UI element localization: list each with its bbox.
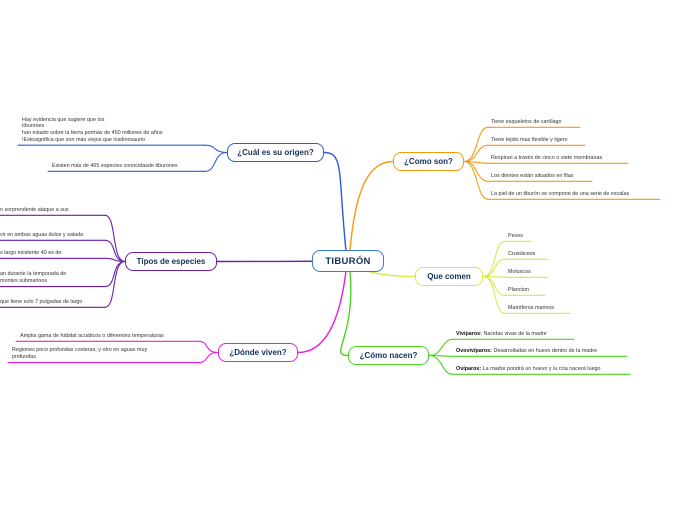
que_comen-leaf-1[interactable]: Crustáceos bbox=[508, 251, 535, 258]
como_nacen-leaf-1-line-0: Desarrolladas en huevo dentro de la madr… bbox=[491, 347, 598, 354]
que_comen-leaf-connector-0 bbox=[482, 240, 506, 278]
tipos-leaf-2-line-0: s largo existente 40 es de bbox=[0, 249, 62, 256]
que_comen-leaf-3-line-0: Plancton bbox=[508, 286, 529, 293]
que_comen-leaf-4[interactable]: Mamíferos marinos bbox=[508, 305, 554, 312]
como_son-leaf-3[interactable]: Los dientes están situados en filas bbox=[491, 173, 573, 180]
como_son-leaf-2[interactable]: Respiran a través de cinco o siete membr… bbox=[491, 155, 602, 162]
como_nacen-leaf-0-line-0: Nacidas vivas de la madre bbox=[481, 330, 547, 337]
tipos-leaf-connector-2 bbox=[104, 257, 126, 263]
tipos-leaf-connector-4 bbox=[104, 260, 126, 308]
origen-leaf-connector-1 bbox=[204, 151, 228, 172]
como_son-leaf-1-line-0: Tiene tejido mas flexible y ligero bbox=[491, 136, 568, 143]
que_comen-leaf-3[interactable]: Plancton bbox=[508, 287, 529, 294]
como_nacen-leaf-2-line-0: La madre pondrá un huevo y la cría nacer… bbox=[481, 365, 601, 372]
tipos-leaf-2[interactable]: s largo existente 40 es de bbox=[0, 250, 61, 257]
como_son-leaf-4-line-0: La piel de un tiburón se compone de una … bbox=[491, 190, 630, 197]
como_son-leaf-4[interactable]: La piel de un tiburón se compone de una … bbox=[491, 191, 629, 198]
origen-leaf-0-line-0: Hay evidencia que sugiere que los bbox=[22, 116, 105, 123]
que_comen-leaf-0-line-0: Peces bbox=[508, 232, 523, 239]
donde-connector bbox=[297, 270, 347, 354]
como_nacen-node[interactable]: ¿Cómo nacen? bbox=[348, 346, 429, 365]
origen-leaf-connector-0 bbox=[204, 144, 228, 154]
que_comen-node[interactable]: Que comen bbox=[415, 267, 483, 286]
donde-leaf-0[interactable]: Amplia gama de hábitat acuáticos o difer… bbox=[20, 333, 164, 340]
donde-leaf-1[interactable]: Regiones poco profundas costeras, y otro… bbox=[12, 347, 147, 360]
tipos-leaf-3-line-0: an durante la temporada de bbox=[0, 271, 67, 278]
donde-leaf-connector-0 bbox=[197, 340, 219, 354]
donde-leaf-0-line-0: Amplia gama de hábitat acuáticos o difer… bbox=[20, 332, 164, 339]
donde-leaf-1-line-0: Regiones poco profundas costeras, y otro… bbox=[12, 347, 148, 354]
tipos-node[interactable]: Tipos de especies bbox=[125, 252, 217, 271]
tipos-leaf-3-line-1: montes submarinos bbox=[0, 277, 48, 284]
como_son-node[interactable]: ¿Como son? bbox=[393, 152, 464, 171]
como_son-connector bbox=[349, 160, 394, 252]
como_son-leaf-3-line-0: Los dientes están situados en filas bbox=[491, 172, 574, 179]
que_comen-leaf-0[interactable]: Peces bbox=[508, 233, 523, 240]
tipos-leaf-0[interactable]: n sorprendente ataque a sus bbox=[0, 207, 69, 214]
como_nacen-leaf-2[interactable]: Ovíparos: La madre pondrá un huevo y la … bbox=[456, 366, 600, 373]
tipos-leaf-1-line-0: vir en ambas aguas dulce y salada bbox=[0, 231, 84, 238]
como_nacen-leaf-1-term: Ovovivíparos: bbox=[456, 347, 492, 354]
como_nacen-leaf-0[interactable]: Vivíparos: Nacidas vivas de la madre bbox=[456, 331, 547, 338]
como_son-leaf-0[interactable]: Tiene esqueletos de cartílago bbox=[491, 119, 562, 126]
origen-node[interactable]: ¿Cuál es su origen? bbox=[227, 143, 324, 162]
tipos-leaf-4[interactable]: que tiene solo 7 pulgadas de largo bbox=[0, 299, 82, 306]
que_comen-leaf-2-line-0: Moluscos bbox=[508, 268, 531, 275]
donde-leaf-1-line-1: profundas bbox=[12, 353, 36, 360]
tipos-leaf-1[interactable]: vir en ambas aguas dulce y salada bbox=[0, 232, 83, 239]
que_comen-leaf-4-line-0: Mamíferos marinos bbox=[508, 304, 555, 311]
origen-connector bbox=[323, 151, 347, 252]
como_nacen-leaf-0-term: Vivíparos: bbox=[456, 330, 482, 337]
origen-leaf-0-line-1: tiburones bbox=[22, 123, 45, 130]
origen-leaf-0-line-2: han estado sobre la tierra pormás de 450… bbox=[22, 129, 163, 136]
donde-node[interactable]: ¿Dónde viven? bbox=[218, 343, 298, 362]
origen-leaf-1[interactable]: Existen más de 465 especies conocidasde … bbox=[52, 163, 178, 170]
tipos-leaf-connector-0 bbox=[104, 214, 126, 263]
donde-leaf-connector-1 bbox=[197, 351, 219, 364]
center-node[interactable]: TIBURÓN bbox=[312, 250, 384, 272]
que_comen-leaf-1-line-0: Crustáceos bbox=[508, 250, 536, 257]
como_nacen-leaf-connector-0 bbox=[428, 338, 454, 357]
como_son-leaf-2-line-0: Respiran a través de cinco o siete membr… bbox=[491, 154, 603, 161]
como_son-leaf-connector-0 bbox=[463, 126, 489, 163]
origen-leaf-0-line-3: !Estosignifica que son más viejos que lo… bbox=[22, 136, 146, 143]
que_comen-leaf-connector-4 bbox=[482, 275, 506, 314]
como_nacen-connector bbox=[339, 270, 352, 357]
como_son-leaf-0-line-0: Tiene esqueletos de cartílago bbox=[491, 118, 562, 125]
tipos-leaf-0-line-0: n sorprendente ataque a sus bbox=[0, 206, 69, 213]
como_nacen-leaf-connector-2 bbox=[428, 354, 454, 375]
como_son-leaf-connector-4 bbox=[463, 160, 489, 200]
como_nacen-leaf-2-term: Ovíparos: bbox=[456, 365, 482, 372]
como_nacen-leaf-1[interactable]: Ovovivíparos: Desarrolladas en huevo den… bbox=[456, 348, 597, 355]
como_son-leaf-1[interactable]: Tiene tejido mas flexible y ligero bbox=[491, 137, 568, 144]
origen-leaf-1-line-0: Existen más de 465 especies conocidasde … bbox=[52, 162, 178, 169]
tipos-leaf-4-line-0: que tiene solo 7 pulgadas de largo bbox=[0, 298, 83, 305]
que_comen-leaf-2[interactable]: Moluscos bbox=[508, 269, 531, 276]
